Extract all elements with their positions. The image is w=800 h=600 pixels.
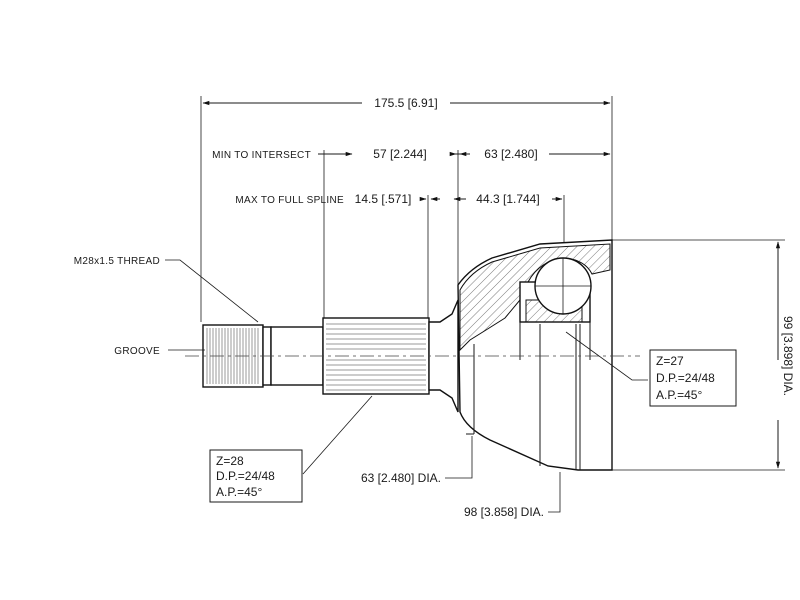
inner-spline-pitch: D.P.=24/48 xyxy=(656,371,715,385)
extension-lines xyxy=(200,96,785,471)
dim-min-to-intersect: 57 [2.244] xyxy=(373,147,426,161)
max-full-spline-label: MAX TO FULL SPLINE xyxy=(235,195,344,206)
dim-outer-diameter: 99 [3.898] DIA. xyxy=(781,316,795,396)
dim-intersect-to-face: 63 [2.480] xyxy=(484,147,537,161)
dim-max-full-spline: 14.5 [.571] xyxy=(355,192,412,206)
leader-lines xyxy=(165,259,648,513)
outer-spline-angle: A.P.=45° xyxy=(216,485,262,499)
inner-spline-angle: A.P.=45° xyxy=(656,388,702,402)
thread-callout: M28x1.5 THREAD xyxy=(74,256,160,267)
min-to-intersect-label: MIN TO INTERSECT xyxy=(212,150,311,161)
dim-housing-diameter: 98 [3.858] DIA. xyxy=(464,505,544,519)
inner-spline-spec-box xyxy=(649,349,737,407)
inner-spline-teeth: Z=27 xyxy=(656,354,684,368)
outer-spline-teeth: Z=28 xyxy=(216,454,244,468)
outer-spline-spec-box xyxy=(209,449,303,503)
dimension-lines xyxy=(202,100,781,469)
dim-spline-to-center: 44.3 [1.744] xyxy=(476,192,539,206)
dim-body-diameter: 63 [2.480] DIA. xyxy=(361,471,441,485)
cv-joint-part xyxy=(185,239,640,471)
outer-spline-pitch: D.P.=24/48 xyxy=(216,469,275,483)
groove-callout: GROOVE xyxy=(114,346,160,357)
spline-lines xyxy=(326,323,426,391)
dim-overall-length: 175.5 [6.91] xyxy=(374,96,437,110)
